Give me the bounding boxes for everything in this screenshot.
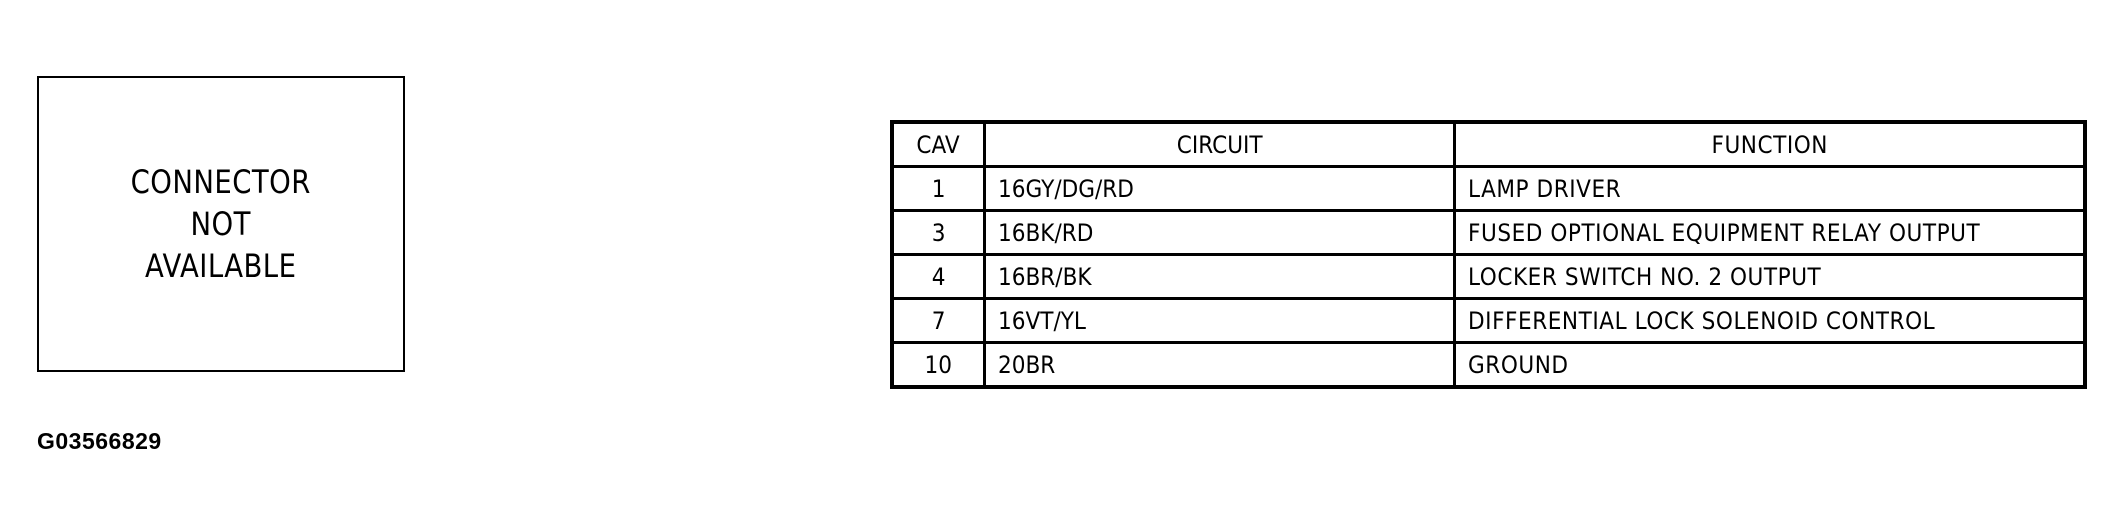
circuit-cell: 16BK/RD bbox=[983, 209, 1456, 256]
function-cell: DIFFERENTIAL LOCK SOLENOID CONTROL bbox=[1453, 297, 2086, 344]
cav-cell: 4 bbox=[890, 253, 986, 300]
header-cav: CAV bbox=[890, 120, 986, 168]
header-function: FUNCTION bbox=[1453, 120, 2086, 168]
figure-id: G03566829 bbox=[37, 428, 162, 454]
table-row: 1 16GY/DG/RD LAMP DRIVER bbox=[890, 165, 2086, 212]
circuit-cell: 16BR/BK bbox=[983, 253, 1456, 300]
cav-cell: 3 bbox=[890, 209, 986, 256]
cav-cell: 1 bbox=[890, 165, 986, 212]
connector-text-line-1: CONNECTOR bbox=[130, 163, 312, 201]
circuit-cell: 16VT/YL bbox=[983, 297, 1456, 344]
connector-text-line-3: AVAILABLE bbox=[145, 247, 297, 285]
table-row: 10 20BR GROUND bbox=[890, 341, 2086, 389]
header-circuit: CIRCUIT bbox=[983, 120, 1456, 168]
function-cell: LAMP DRIVER bbox=[1453, 165, 2086, 212]
connector-placeholder-box: CONNECTOR NOT AVAILABLE bbox=[37, 76, 405, 372]
table-row: 7 16VT/YL DIFFERENTIAL LOCK SOLENOID CON… bbox=[890, 297, 2086, 344]
pin-out-table: CAV CIRCUIT FUNCTION 1 16GY/DG/RD LAMP D… bbox=[890, 120, 2087, 389]
function-cell: LOCKER SWITCH NO. 2 OUTPUT bbox=[1453, 253, 2086, 300]
function-cell: FUSED OPTIONAL EQUIPMENT RELAY OUTPUT bbox=[1453, 209, 2086, 256]
connector-text-line-2: NOT bbox=[190, 205, 252, 243]
connector-not-available-text: CONNECTOR NOT AVAILABLE bbox=[131, 161, 311, 287]
table-header-row: CAV CIRCUIT FUNCTION bbox=[890, 120, 2086, 168]
table-row: 3 16BK/RD FUSED OPTIONAL EQUIPMENT RELAY… bbox=[890, 209, 2086, 256]
cav-cell: 7 bbox=[890, 297, 986, 344]
circuit-cell: 20BR bbox=[983, 341, 1456, 389]
circuit-cell: 16GY/DG/RD bbox=[983, 165, 1456, 212]
table-row: 4 16BR/BK LOCKER SWITCH NO. 2 OUTPUT bbox=[890, 253, 2086, 300]
cav-cell: 10 bbox=[890, 341, 986, 389]
function-cell: GROUND bbox=[1453, 341, 2086, 389]
